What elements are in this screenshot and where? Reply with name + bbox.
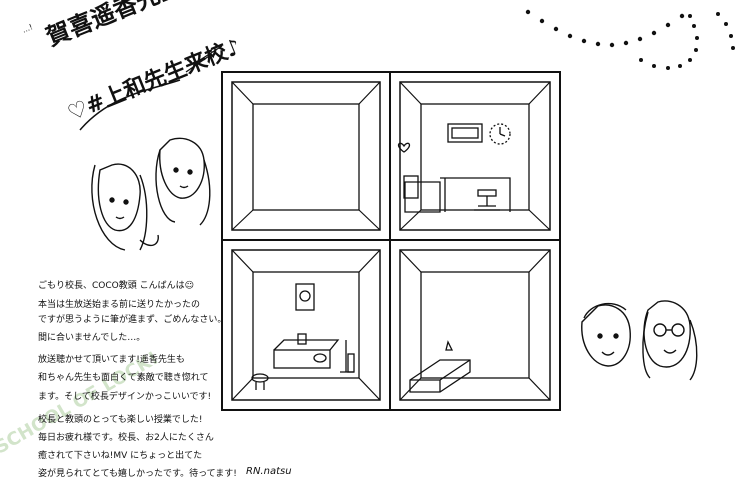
message-line: 和ちゃん先生も面白くて素敵で聴き惚れて — [38, 373, 209, 383]
message-line: 校長と教頭のとっても楽しい授業でした! — [38, 415, 203, 425]
message-line: 間に合いませんでした…。 — [38, 333, 146, 343]
wall-clock-icon — [489, 123, 511, 145]
message-line: 癒されて下さいね!MV にちょっと出てた — [38, 451, 203, 461]
desk-chair-icon — [474, 189, 500, 211]
girl-portrait-left — [91, 137, 211, 251]
picture-frame-icon — [447, 123, 483, 143]
message-line: 毎日お疲れ様です。校長、お2人にたくさん — [38, 433, 214, 443]
message-line: 放送聴かせて頂いてます!遥香先生も — [38, 355, 185, 365]
message-line: ですが思うように筆が進まず、ごめんなさい。 — [38, 315, 227, 325]
girl-portrait-right — [581, 300, 698, 381]
dotted-string-lights-icon — [525, 9, 735, 70]
message-line: ます。そして校長デザインかっこいいです! — [38, 392, 212, 402]
message-line: 姿が見られてとても嬉しかったです。待ってます! — [38, 469, 237, 479]
lamp-icon — [340, 340, 355, 373]
room-grid — [221, 71, 561, 411]
picture-frame-icon — [295, 283, 315, 311]
message-line: 本当は生放送始まる前に送りたかったの — [38, 300, 201, 310]
heart-icon — [397, 142, 411, 153]
signature: RN.natsu — [246, 466, 292, 477]
sofa-icon — [403, 175, 441, 213]
message-line: ごもり校長、COCO教頭 こんばんは☺ — [38, 281, 194, 291]
